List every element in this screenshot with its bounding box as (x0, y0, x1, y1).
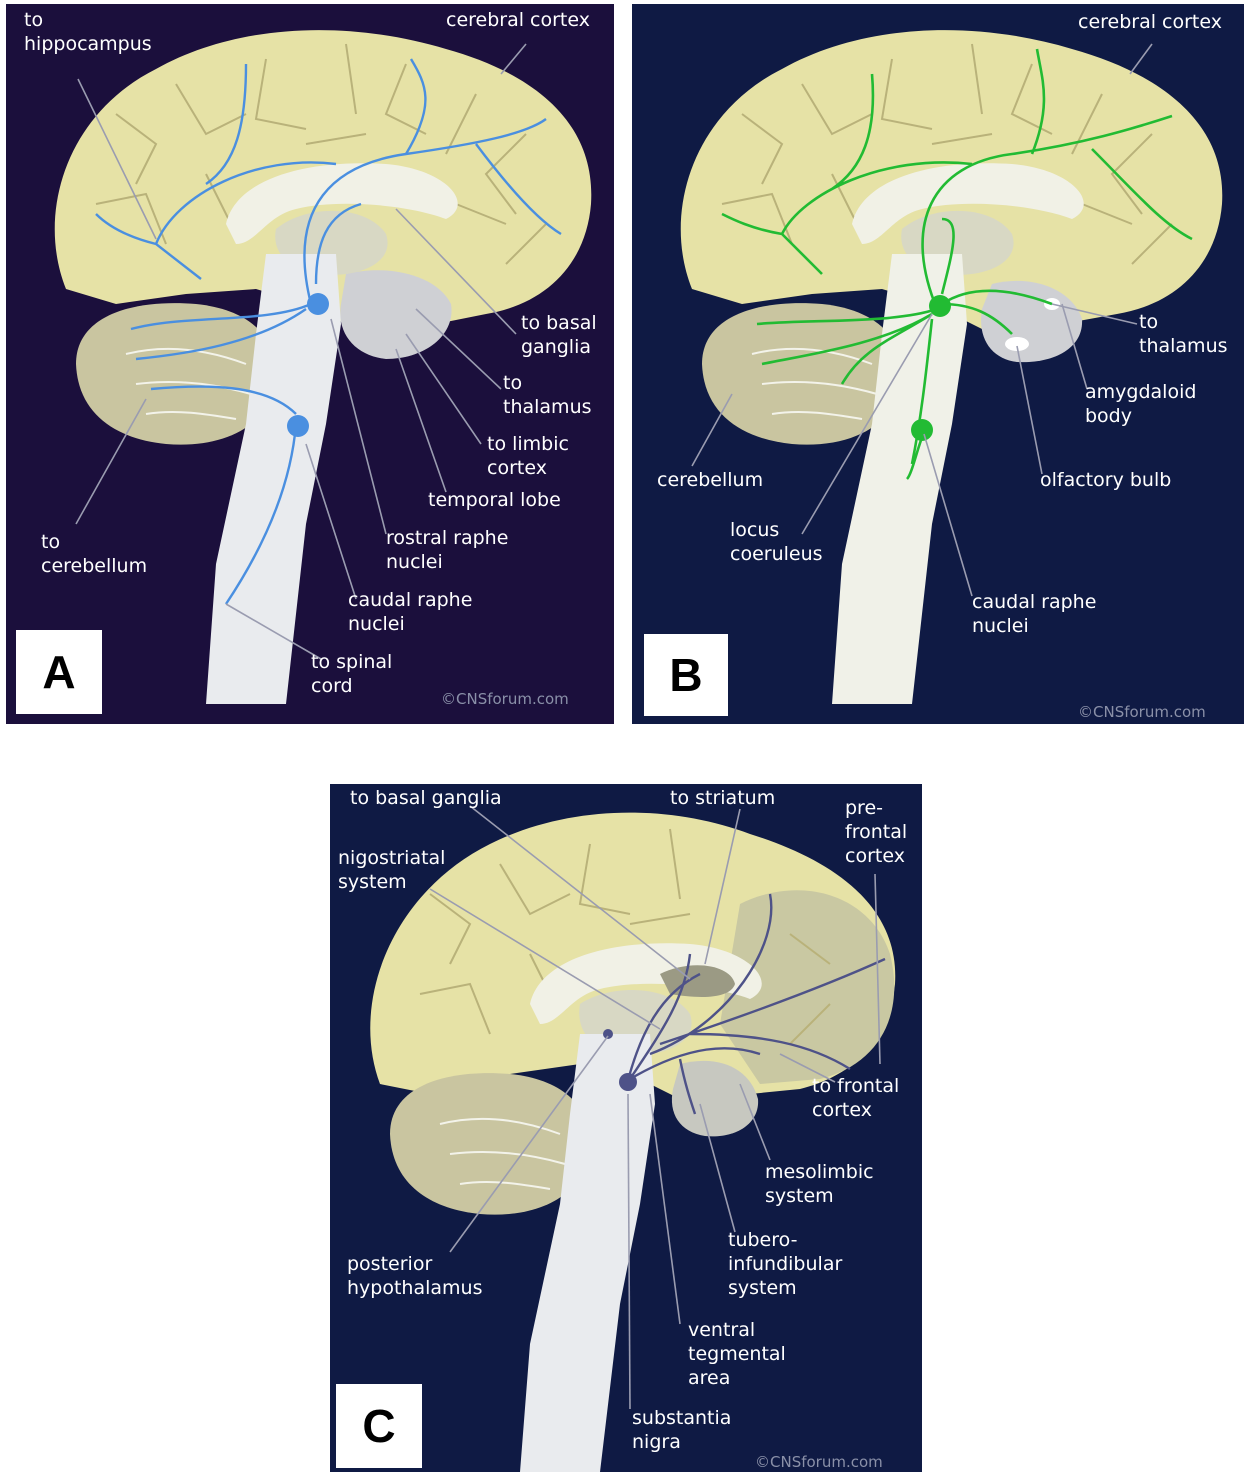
label-cerebellum: cerebellum (657, 469, 763, 491)
label-line: olfactory bulb (1040, 469, 1171, 491)
locus-coeruleus-dot (929, 295, 951, 317)
label-line: caudal raphe (972, 591, 1096, 613)
label-temporal-lobe: temporal lobe (428, 489, 561, 511)
label-line: substantia (632, 1407, 731, 1429)
label-line: thalamus (1139, 335, 1228, 357)
label-line: to spinal (311, 651, 392, 673)
label-line: posterior (347, 1253, 432, 1275)
panel-c-diagram: to basal ganglia to striatum pre-frontal… (330, 784, 922, 1472)
substantia-nigra-dot (619, 1073, 637, 1091)
caudal-raphe-nucleus-dot (911, 419, 933, 441)
label-line: to striatum (670, 787, 775, 809)
label-line: rostral raphe (386, 527, 508, 549)
label-line: amygdaloid (1085, 381, 1196, 403)
label-line: body (1085, 405, 1132, 427)
label-line: temporal lobe (428, 489, 561, 511)
caudal-raphe-nucleus-dot (287, 415, 309, 437)
label-line: locus (730, 519, 779, 541)
label-line: pre- (845, 797, 883, 819)
label-line: hippocampus (24, 33, 152, 55)
label-line: hypothalamus (347, 1277, 482, 1299)
copyright-notice: ©CNSforum.com (1078, 703, 1206, 721)
label-line: thalamus (503, 396, 592, 418)
label-line: nuclei (386, 551, 443, 573)
label-cerebral-cortex: cerebral cortex (1078, 11, 1222, 33)
label-line: to basal ganglia (350, 787, 502, 809)
panel-b-noradrenaline-pathways: cerebral cortex tothalamus amygdaloidbod… (632, 4, 1244, 724)
label-line: cortex (812, 1099, 872, 1121)
label-line: to (1139, 311, 1158, 333)
copyright-notice: ©CNSforum.com (441, 690, 569, 708)
label-line: tubero- (728, 1229, 797, 1251)
label-line: system (765, 1185, 834, 1207)
label-line: cerebellum (41, 555, 147, 577)
label-line: caudal raphe (348, 589, 472, 611)
label-line: system (338, 871, 407, 893)
label-to-striatum: to striatum (670, 787, 775, 809)
panel-letter-b: B (644, 634, 728, 716)
label-line: coeruleus (730, 543, 823, 565)
label-line: cortex (845, 845, 905, 867)
label-line: frontal (845, 821, 907, 843)
label-line: to limbic (487, 433, 569, 455)
label-line: cerebral cortex (1078, 11, 1222, 33)
label-line: mesolimbic (765, 1161, 874, 1183)
panel-b-diagram: cerebral cortex tothalamus amygdaloidbod… (632, 4, 1244, 724)
label-line: cerebral cortex (446, 9, 590, 31)
label-line: nuclei (348, 613, 405, 635)
label-line: cortex (487, 457, 547, 479)
label-line: ventral (688, 1319, 755, 1341)
label-olfactory-bulb: olfactory bulb (1040, 469, 1171, 491)
label-line: to frontal (812, 1075, 899, 1097)
label-line: nuclei (972, 615, 1029, 637)
label-line: nigostriatal (338, 847, 445, 869)
label-line: tegmental (688, 1343, 786, 1365)
panel-c-dopamine-pathways: to basal ganglia to striatum pre-frontal… (330, 784, 922, 1472)
rostral-raphe-nucleus-dot (307, 293, 329, 315)
label-line: to basal (521, 312, 597, 334)
posterior-hypothalamus-dot (603, 1029, 613, 1039)
label-line: cord (311, 675, 353, 697)
label-line: infundibular (728, 1253, 842, 1275)
label-line: system (728, 1277, 797, 1299)
label-line: ganglia (521, 336, 591, 358)
label-line: nigra (632, 1431, 681, 1453)
copyright-notice: ©CNSforum.com (755, 1453, 883, 1471)
panel-letter-c: C (336, 1384, 422, 1468)
panel-a-diagram: tohippocampus cerebral cortex to basalga… (6, 4, 614, 724)
label-line: area (688, 1367, 730, 1389)
label-cerebral-cortex: cerebral cortex (446, 9, 590, 31)
label-line: to (503, 372, 522, 394)
panel-letter-a: A (16, 630, 102, 714)
label-line: to (24, 9, 43, 31)
label-line: cerebellum (657, 469, 763, 491)
label-to-basal-ganglia: to basal ganglia (350, 787, 502, 809)
label-line: to (41, 531, 60, 553)
